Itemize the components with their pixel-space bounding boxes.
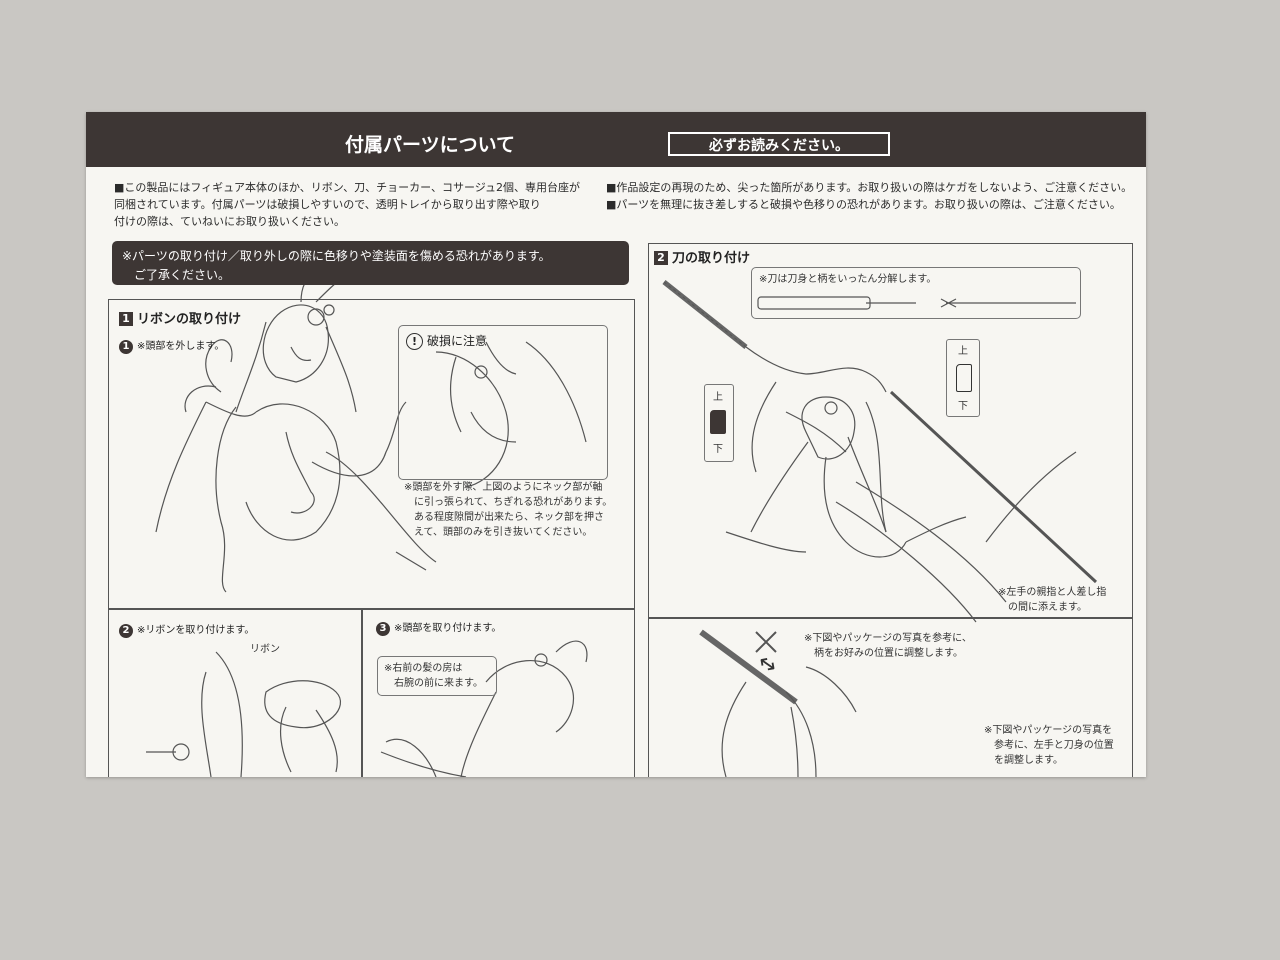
intro-left-line: 付けの際は、ていねいにお取り扱いください。 (114, 215, 345, 228)
grip-orientation-box (704, 384, 734, 462)
left-hand-note: ※左手の親指と人差し指 の間に添えます。 (998, 585, 1106, 615)
adjust-note-2-line: 参考に、左手と刀身の位置 (994, 740, 1114, 751)
adjust-note-1: ※下図やパッケージの写真を参考に、 柄をお好みの位置に調整します。 (804, 631, 972, 661)
section2-panel (648, 243, 1133, 618)
hair-note-line: 右腕の前に来ます。 (394, 678, 483, 689)
step2-panel (108, 609, 362, 777)
caution-title: 破損に注意 (427, 334, 488, 348)
section1-number: 1 (119, 312, 133, 326)
adjust-note-2: ※下図やパッケージの写真を 参考に、左手と刀身の位置 を調整します。 (984, 723, 1114, 768)
hair-note-box (377, 656, 497, 696)
caution-line: ※頭部を外す際、上図のようにネック部が軸 (404, 482, 603, 493)
section1-heading: 1 リボンの取り付け (119, 308, 241, 327)
caution-line: えて、頭部のみを引き抜いてください。 (414, 527, 593, 538)
down-label: 下 (958, 401, 968, 412)
adjust-note-2-line: ※下図やパッケージの写真を (984, 725, 1113, 736)
left-hand-note-line: の間に添えます。 (1008, 602, 1087, 613)
up-label: 上 (958, 346, 968, 357)
hair-note-line: ※右前の髪の房は (384, 663, 463, 674)
section1-step1: 1 ※頭部を外します。 (119, 337, 224, 354)
up-label: 上 (713, 392, 723, 403)
intro-right-line: ■作品設定の再現のため、尖った箇所があります。お取り扱いの際はケガをしないよう、… (606, 181, 1133, 194)
step3-number: 3 (376, 622, 390, 636)
caution-text: ※頭部を外す際、上図のようにネック部が軸 に引っ張られて、ちぎれる恐れがあります… (404, 480, 634, 540)
down-label: 下 (713, 444, 723, 455)
section2-heading: 2 刀の取り付け (654, 247, 750, 266)
ribbon-label: リボン (250, 644, 280, 655)
adjust-note-1-line: ※下図やパッケージの写真を参考に、 (804, 633, 972, 644)
adjust-note-2-line: を調整します。 (994, 755, 1063, 766)
intro-notes-right: ■作品設定の再現のため、尖った箇所があります。お取り扱いの際はケガをしないよう、… (606, 179, 1136, 213)
intro-notes-left: ■この製品にはフィギュア本体のほか、リボン、刀、チョーカー、コサージュ2個、専用… (114, 179, 614, 230)
step1-number: 1 (119, 340, 133, 354)
caution-line: に引っ張られて、ちぎれる恐れがあります。 (414, 497, 613, 508)
warning-line: ※パーツの取り付け／取り外しの際に色移りや塗装面を傷める恐れがあります。 (122, 249, 551, 263)
grip-shape-icon (710, 410, 726, 434)
step1-text: ※頭部を外します。 (137, 341, 225, 352)
must-read-badge: 必ずお読みください。 (668, 132, 890, 156)
instruction-sheet: 付属パーツについて 必ずお読みください。 ■この製品にはフィギュア本体のほか、リ… (86, 112, 1146, 777)
left-hand-note-line: ※左手の親指と人差し指 (998, 587, 1107, 598)
disassemble-note: ※刀は刀身と柄をいったん分解します。 (759, 274, 937, 285)
step2-number: 2 (119, 624, 133, 638)
warning-box: ※パーツの取り付け／取り外しの際に色移りや塗装面を傷める恐れがあります。 ご了承… (112, 241, 629, 285)
blade-shape-icon (956, 364, 972, 392)
section1-panel (108, 299, 635, 609)
step3-text: ※頭部を取り付けます。 (394, 623, 502, 634)
line-art-illustrations (146, 271, 1098, 777)
exclamation-icon: ! (406, 333, 423, 350)
disassemble-callout (751, 267, 1081, 319)
section2-lower-panel (648, 618, 1133, 777)
caution-heading: ! 破損に注意 (406, 332, 487, 350)
warning-line: ご了承ください。 (134, 268, 231, 282)
section1-title: リボンの取り付け (137, 312, 242, 327)
step3-panel (362, 609, 635, 777)
blade-orientation-box (946, 339, 980, 417)
section2-number: 2 (654, 251, 668, 265)
section1-step2: 2 ※リボンを取り付けます。 (119, 621, 254, 638)
caution-line: ある程度隙間が出来たら、ネック部を押さ (414, 512, 604, 523)
section2-title: 刀の取り付け (672, 251, 751, 266)
section1-step3: 3 ※頭部を取り付けます。 (376, 619, 501, 636)
intro-left-line: 同梱されています。付属パーツは破損しやすいので、透明トレイから取り出す際や取り (114, 198, 541, 211)
adjust-note-1-line: 柄をお好みの位置に調整します。 (814, 648, 963, 659)
step2-text: ※リボンを取り付けます。 (137, 625, 255, 636)
intro-left-line: ■この製品にはフィギュア本体のほか、リボン、刀、チョーカー、コサージュ2個、専用… (114, 181, 580, 194)
hair-note: ※右前の髪の房は 右腕の前に来ます。 (384, 661, 483, 691)
intro-right-line: ■パーツを無理に抜き差しすると破損や色移りの恐れがあります。お取り扱いの際は、ご… (606, 198, 1121, 211)
page-title: 付属パーツについて (345, 134, 516, 156)
caution-callout (398, 325, 608, 480)
header-band: 付属パーツについて 必ずお読みください。 (86, 112, 1146, 167)
